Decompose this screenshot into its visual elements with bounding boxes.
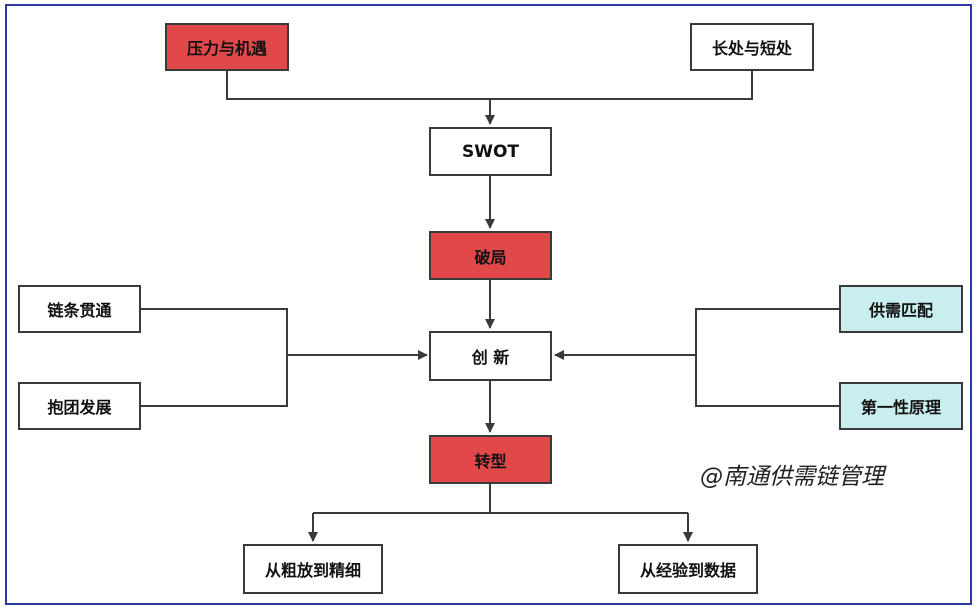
connector-first-principle <box>695 355 839 407</box>
connector-cluster <box>141 355 288 407</box>
node-experience-to-data: 从经验到数据 <box>618 544 758 594</box>
connector-pressure-to-swot <box>226 71 490 100</box>
diagram-frame <box>5 4 972 605</box>
node-transformation: 转型 <box>429 435 552 484</box>
node-innovation: 创 新 <box>429 331 552 381</box>
node-extensive-to-refined: 从粗放到精细 <box>243 544 383 594</box>
connector-strengths-to-swot <box>490 71 753 100</box>
connector-chain <box>141 308 288 355</box>
watermark-text: @南通供需链管理 <box>700 464 884 490</box>
node-pressure-opportunity: 压力与机遇 <box>165 23 289 71</box>
node-chain-connectivity: 链条贯通 <box>18 285 141 333</box>
node-cluster-development: 抱团发展 <box>18 382 141 430</box>
connector-supply-demand <box>695 308 839 355</box>
node-first-principles: 第一性原理 <box>839 382 963 430</box>
node-swot: SWOT <box>429 127 552 176</box>
node-strengths-weaknesses: 长处与短处 <box>690 23 814 71</box>
node-breakthrough: 破局 <box>429 231 552 280</box>
node-supply-demand-matching: 供需匹配 <box>839 285 963 333</box>
